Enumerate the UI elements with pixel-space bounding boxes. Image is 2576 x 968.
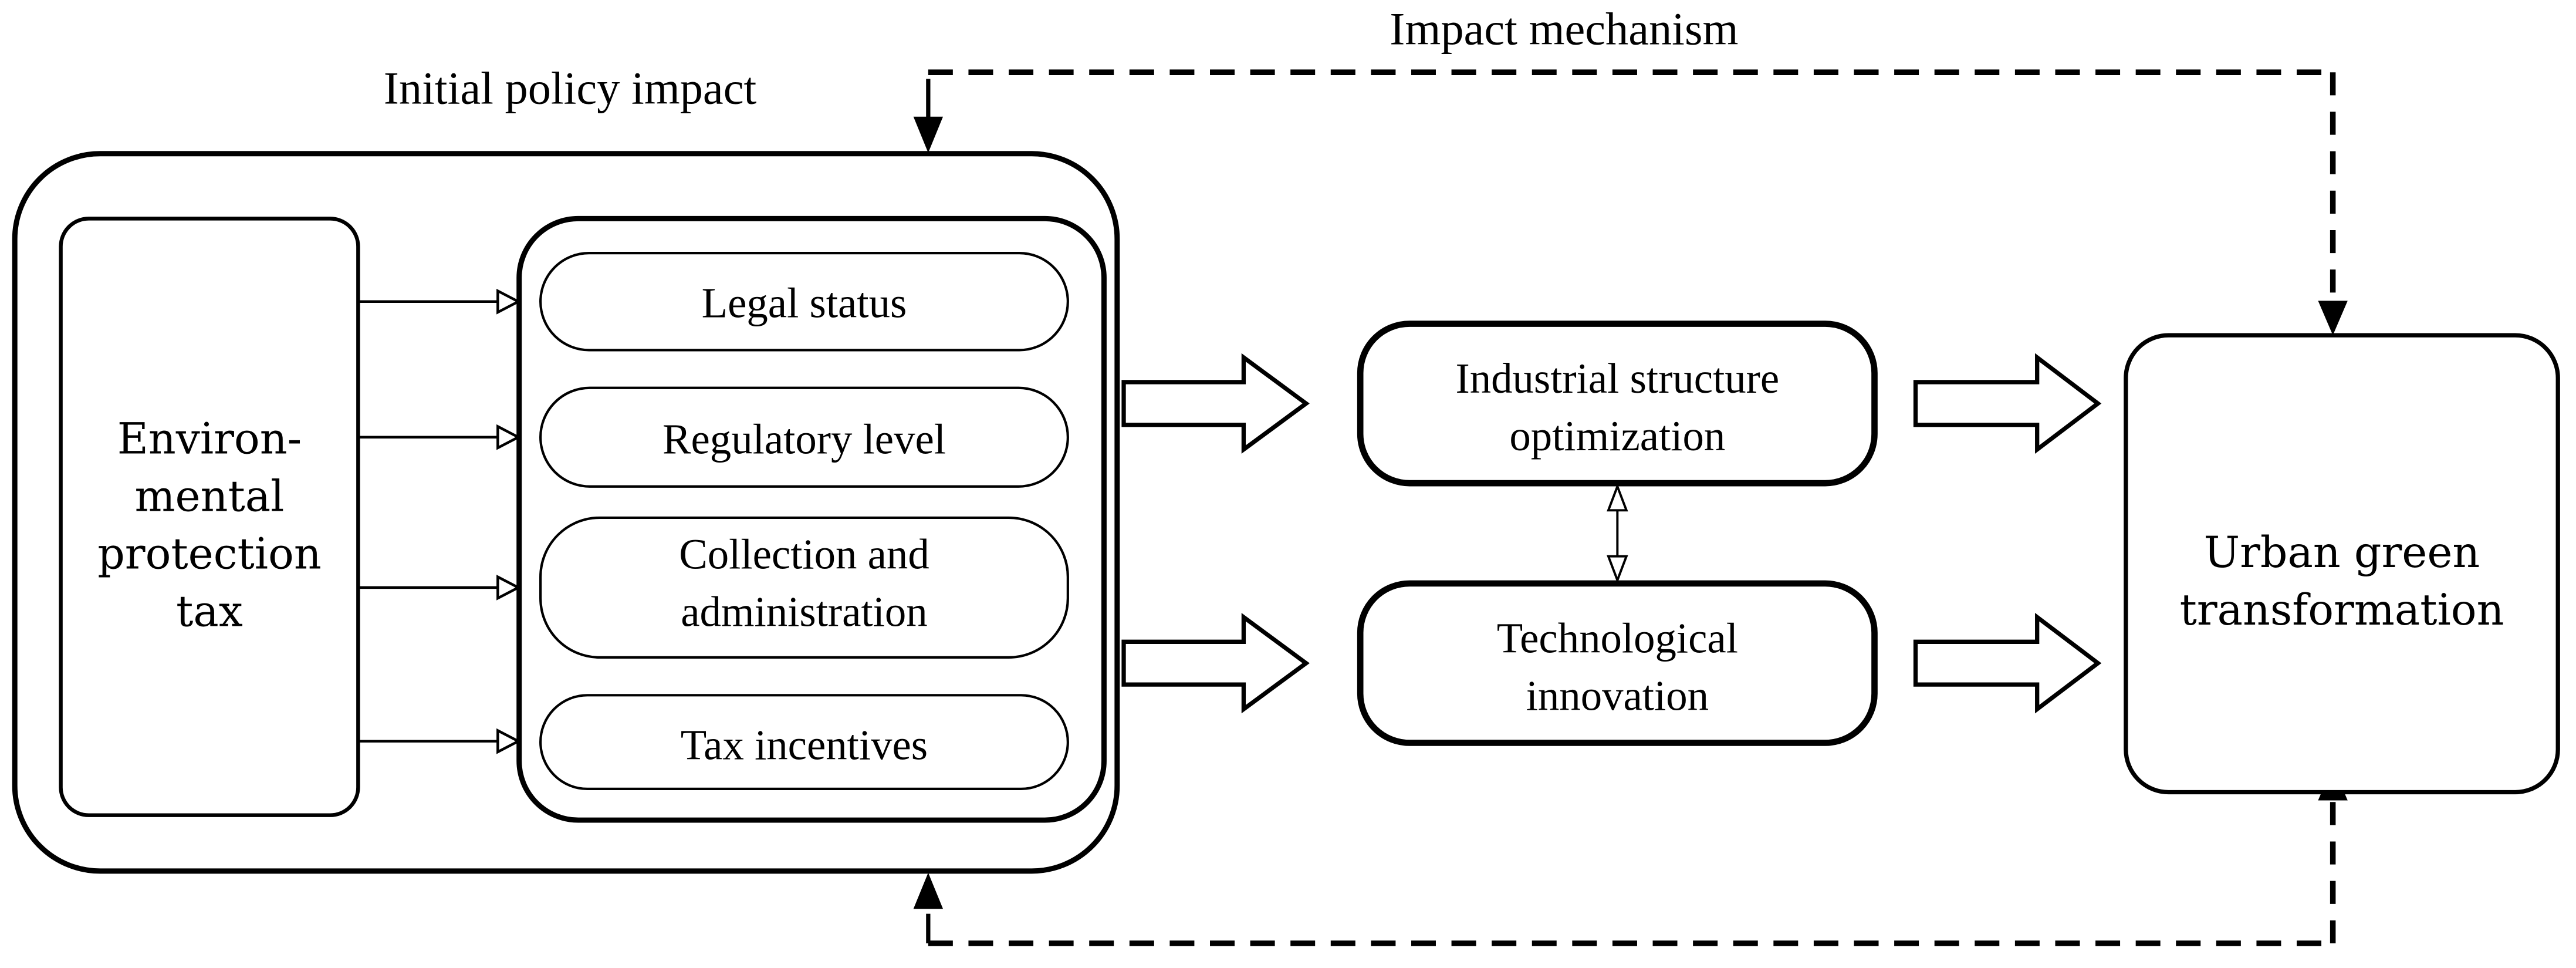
impact-mechanism-label: Impact mechanism (1390, 4, 1738, 55)
technological-innovation-box (1357, 580, 1878, 746)
arrow-env-to-collection (358, 575, 522, 601)
legal-status-label: Legal status (702, 279, 907, 326)
urban-green-line-2: transformation (2180, 585, 2504, 635)
env-tax-line-1: Environ- (117, 414, 302, 464)
env-tax-line-2: mental (135, 472, 285, 522)
dashed-impact-mechanism-connector (926, 69, 2336, 303)
double-arrow-industrial-tech (1607, 483, 1628, 584)
industrial-structure-line-1: Industrial structure (1455, 355, 1779, 402)
env-tax-line-4: tax (176, 587, 243, 637)
arrowhead-into-policy-bottom-icon (913, 872, 944, 909)
initial-policy-impact-label: Initial policy impact (384, 62, 757, 113)
urban-green-transformation-box (2124, 333, 2560, 795)
regulatory-level-label: Regulatory level (662, 416, 946, 463)
urban-green-line-1: Urban green (2204, 528, 2480, 578)
open-arrowhead-icon (496, 288, 522, 315)
arrow-env-to-regulatory-level (358, 424, 522, 450)
tax-incentives-label: Tax incentives (681, 721, 928, 768)
block-arrow-policy-to-industrial (1121, 353, 1310, 454)
env-tax-line-3: protection (97, 529, 321, 579)
env-protection-tax-box (59, 217, 360, 817)
env-tax-to-features-arrows (358, 288, 522, 754)
tax-incentives-pill (539, 694, 1069, 790)
technological-innovation-line-2: innovation (1526, 672, 1709, 719)
arrowhead-into-policy-top-icon (913, 116, 944, 153)
arrowhead-into-urban-top-icon (2318, 301, 2348, 336)
arrow-env-to-legal-status (358, 288, 522, 315)
env-protection-tax-text: Environ- mental protection tax (97, 414, 321, 637)
open-arrowhead-down-icon (1607, 555, 1628, 584)
open-arrowhead-icon (496, 728, 522, 754)
regulatory-level-pill (539, 386, 1069, 488)
collection-administration-pill (539, 516, 1069, 659)
open-arrowhead-icon (496, 575, 522, 601)
legal-status-pill (539, 252, 1069, 352)
collection-administration-line-2: administration (681, 588, 927, 636)
industrial-structure-line-2: optimization (1509, 412, 1725, 460)
arrow-env-to-incentives (358, 728, 522, 754)
dashed-bottom-connector (926, 802, 2336, 946)
collection-administration-line-1: Collection and (679, 531, 929, 578)
block-arrow-tech-to-urban (1913, 612, 2102, 714)
block-arrow-industrial-to-urban (1913, 353, 2102, 454)
block-arrow-policy-to-tech (1121, 613, 1310, 714)
open-arrowhead-icon (496, 424, 522, 450)
technological-innovation-line-1: Technological (1497, 614, 1738, 662)
industrial-structure-box (1357, 321, 1878, 487)
